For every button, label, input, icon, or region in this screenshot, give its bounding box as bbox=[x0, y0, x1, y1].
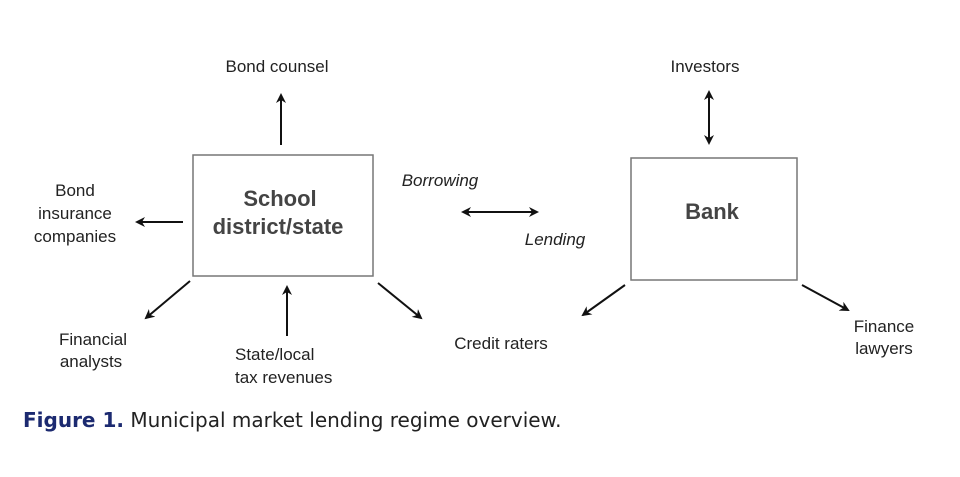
figure-number: Figure 1. bbox=[23, 408, 124, 432]
finance-lawyers-label-1: Finance bbox=[854, 317, 914, 336]
figure-caption: Figure 1. Municipal market lending regim… bbox=[23, 408, 561, 432]
tax-revenues-label-2: tax revenues bbox=[235, 368, 332, 387]
arrow-credit-raters-school bbox=[377, 282, 423, 320]
bank-label: Bank bbox=[685, 199, 740, 224]
bond-insurance-label-2: insurance bbox=[38, 204, 112, 223]
school-district-box bbox=[192, 154, 374, 277]
tax-revenues-label-1: State/local bbox=[235, 345, 314, 364]
lending-label: Lending bbox=[525, 230, 586, 249]
credit-raters-label: Credit raters bbox=[454, 334, 548, 353]
school-label: School bbox=[243, 186, 316, 211]
bond-counsel-label: Bond counsel bbox=[225, 57, 328, 76]
investors-label: Investors bbox=[671, 57, 740, 76]
arrow-finance-lawyers bbox=[801, 284, 850, 311]
arrow-credit-raters-bank bbox=[581, 284, 626, 317]
finance-lawyers-label-2: lawyers bbox=[855, 339, 913, 358]
borrowing-label: Borrowing bbox=[402, 171, 479, 190]
bond-insurance-label-1: Bond bbox=[55, 181, 95, 200]
district-state-label: district/state bbox=[213, 214, 344, 239]
caption-text: Municipal market lending regime overview… bbox=[123, 408, 562, 432]
bank-box bbox=[630, 157, 798, 281]
bond-insurance-label-3: companies bbox=[34, 227, 116, 246]
arrow-financial-analysts bbox=[144, 280, 191, 320]
financial-analysts-label-1: Financial bbox=[59, 330, 127, 349]
financial-analysts-label-2: analysts bbox=[60, 352, 122, 371]
